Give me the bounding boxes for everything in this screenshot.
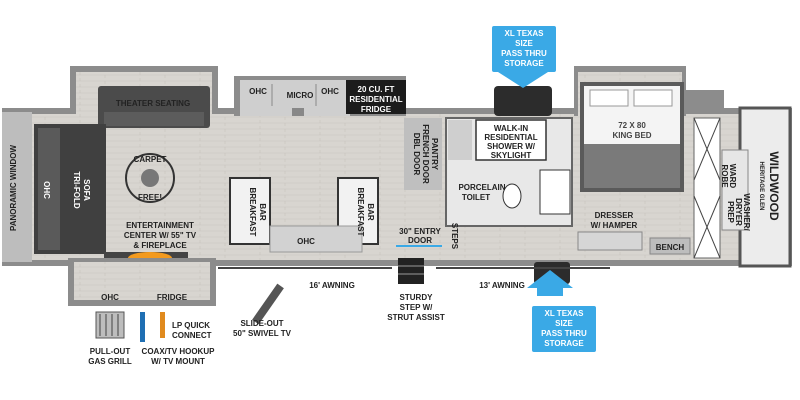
wardrobe-line1: WARD [728, 164, 737, 189]
breakfast-bar-right-line1: BREAKFAST [356, 188, 365, 237]
texas-storage-callout-bottom: XL TEXAS SIZE PASS THRU STORAGE [532, 306, 596, 352]
sturdy-line3: STRUT ASSIST [387, 313, 445, 322]
sturdy-line2: STEP W/ [400, 303, 434, 312]
entry-door-line2: DOOR [408, 236, 432, 245]
pantry-line3: PANTRY [430, 138, 439, 171]
washer-line3: PREP [726, 201, 735, 223]
pass-thru-top [494, 86, 552, 116]
washer-dryer-prep [721, 149, 749, 231]
panoramic-window [2, 112, 32, 262]
awning-13-label: 13' AWNING [479, 281, 525, 290]
awning-16-label: 16' AWNING [309, 281, 355, 290]
breakfast-bar-left-line2: BAR [258, 203, 267, 221]
texas-storage-callout-top: XL TEXAS SIZE PASS THRU STORAGE [492, 26, 556, 72]
lp-line2: CONNECT [172, 331, 212, 340]
fridge-20cuft [346, 80, 406, 114]
sink [448, 120, 472, 160]
carpet-free-badge [125, 153, 175, 203]
panoramic-window-label: PANORAMIC WINDOW [9, 145, 18, 232]
steps-label: STEPS [450, 223, 459, 250]
fridge-label: FRIDGE [157, 293, 188, 302]
sofa-line2: SOFA [82, 179, 91, 201]
arrow-bottom [527, 270, 573, 296]
bench-label: BENCH [656, 243, 685, 252]
breakfast-bar-left [229, 177, 271, 245]
callout-bottom-line3: STORAGE [544, 339, 584, 348]
breakfast-bar-left-line1: BREAKFAST [248, 188, 257, 237]
bench [649, 237, 691, 255]
sturdy-line1: STURDY [400, 293, 434, 302]
callout-bottom-line1: XL TEXAS SIZE [544, 309, 584, 328]
gas-grill [95, 311, 125, 339]
entry-door-line1: 30" ENTRY [399, 227, 441, 236]
wardrobe-line2: ROBE [720, 164, 729, 188]
ohc-left-label: OHC [42, 181, 51, 199]
sofa-line1: TRI-FOLD [72, 171, 81, 209]
callout-top-line2: PASS THRU [501, 49, 547, 58]
ohc-top-1-label: OHC [249, 87, 267, 96]
dresser-line2: W/ HAMPER [591, 221, 638, 230]
grill-line2: GAS GRILL [88, 357, 132, 366]
carpet-free-line2: FREE! [138, 193, 162, 202]
coax-hookup [140, 312, 145, 342]
shower [475, 119, 547, 161]
washer-line1: WASHER/ [742, 193, 751, 231]
washer-line2: DRYER [734, 198, 743, 226]
dresser-line1: DRESSER [595, 211, 634, 220]
entertainment-line3: & FIREPLACE [133, 241, 187, 250]
entertainment-line2: CENTER W/ 55" TV [124, 231, 197, 240]
theater-seating-label: THEATER SEATING [116, 99, 190, 108]
dresser [577, 231, 643, 251]
lp-line1: LP QUICK [172, 321, 210, 330]
carpet-free-line1: CARPET [134, 155, 167, 164]
callout-top-line1: XL TEXAS SIZE [504, 29, 544, 48]
coax-line1: COAX/TV HOOKUP [142, 347, 216, 356]
wardrobe [693, 117, 721, 259]
ohc-top-2-label: OHC [321, 87, 339, 96]
shower-line3: SHOWER W/ [487, 142, 536, 151]
island-counter [269, 225, 363, 253]
shower-line2: RESIDENTIAL [484, 133, 537, 142]
pantry-line2: FRENCH DOOR [421, 124, 430, 184]
ohc-island-label: OHC [297, 237, 315, 246]
brand-sub: HERITAGE GLEN [758, 162, 764, 211]
toilet [502, 183, 522, 209]
king-bed-line2: KING BED [612, 131, 651, 140]
callout-top-line3: STORAGE [504, 59, 544, 68]
pantry [404, 118, 442, 190]
fridge-20-line1: 20 CU. FT [358, 85, 395, 94]
entry-steps [398, 258, 424, 284]
micro-label: MICRO [287, 91, 314, 100]
coax-line2: W/ TV MOUNT [151, 357, 205, 366]
slide-out-tv [252, 283, 284, 325]
slide-tv-line1: SLIDE-OUT [240, 319, 283, 328]
entertainment-line1: ENTERTAINMENT [126, 221, 194, 230]
slide-tv-line2: 50" SWIVEL TV [233, 329, 292, 338]
shower-line1: WALK-IN [494, 124, 528, 133]
grill-line1: PULL-OUT [90, 347, 131, 356]
toilet-line2: TOILET [462, 193, 490, 202]
lp-quick-connect [160, 312, 165, 338]
toilet-line1: PORCELAIN [458, 183, 505, 192]
king-bed-line1: 72 X 80 [618, 121, 646, 130]
callout-bottom-line2: PASS THRU [541, 329, 587, 338]
pantry-line1: DBL DOOR [412, 133, 421, 176]
fridge-20-line2: RESIDENTIAL [349, 95, 402, 104]
breakfast-bar-right-line2: BAR [366, 203, 375, 221]
ohc-rear-label: OHC [101, 293, 119, 302]
brand-name: WILDWOOD [767, 151, 781, 221]
shower-line4: SKYLIGHT [491, 151, 532, 160]
fridge-20-line3: FRIDGE [361, 105, 392, 114]
